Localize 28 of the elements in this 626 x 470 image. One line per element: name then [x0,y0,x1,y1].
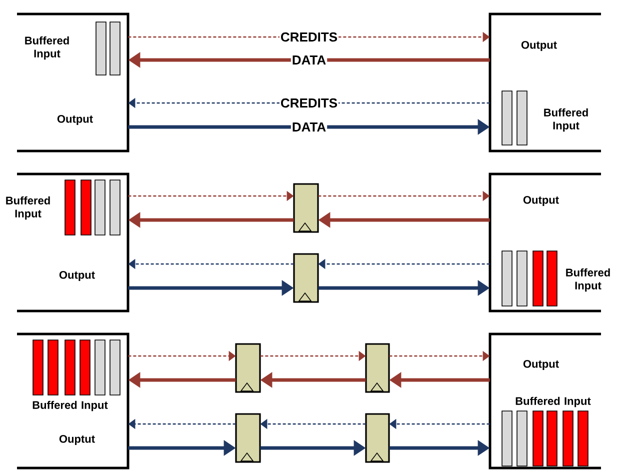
port-label: Buffered Input [566,268,610,292]
edge-label: CREDITS [279,31,339,43]
router-box [6,172,130,312]
register-box [293,183,319,233]
router-box [17,12,130,152]
port-label: Output [521,41,557,51]
port-label: Ouptut [59,435,95,445]
edge-label: CREDITS [279,97,339,109]
router-box [488,332,601,470]
edge-label: DATA [290,122,328,132]
router-box [488,12,601,152]
register-box [293,253,319,303]
port-label: Buffered Input [32,400,108,412]
port-label: Output [523,196,559,206]
register-box [365,413,390,463]
port-label: Buffered Input [516,396,591,408]
port-label: Output [59,271,95,281]
edge-label: DATA [290,54,328,66]
register-box [235,343,261,393]
register-box [235,413,261,463]
port-label: Output [57,115,93,125]
router-box [17,332,130,470]
router-box [488,172,610,312]
port-label: Buffered Input [25,36,69,60]
port-label: Output [523,360,559,370]
port-label: Buffered Input [544,108,588,132]
register-box [365,343,390,393]
port-label: Buffered Input [6,196,50,220]
